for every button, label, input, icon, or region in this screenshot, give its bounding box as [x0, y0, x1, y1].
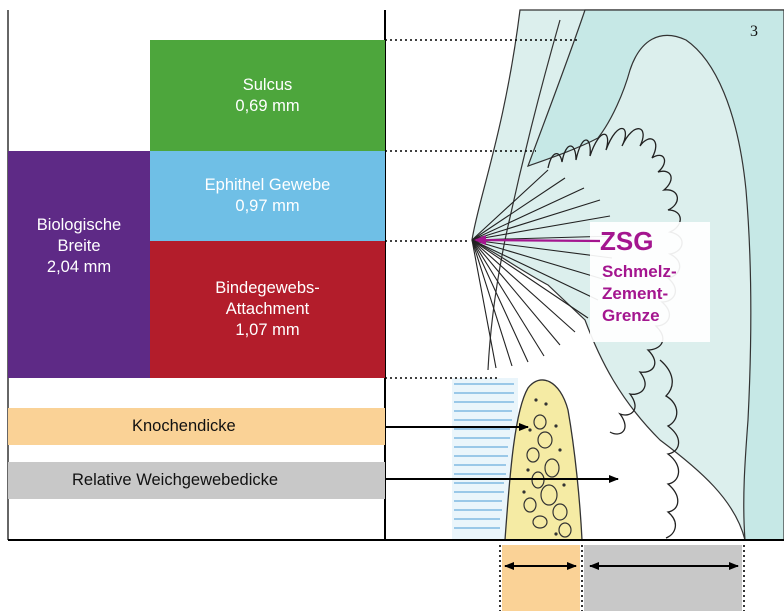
weichgewebedicke-bar: Relative Weichgewebedicke — [8, 462, 385, 499]
zsg-line2: Zement- — [602, 284, 668, 304]
knochendicke-label: Knochendicke — [132, 417, 236, 436]
bindegewebs-value: 1,07 mm — [235, 321, 299, 339]
bone-thickness-block — [502, 545, 580, 611]
sulcus-value: 0,69 mm — [235, 97, 299, 115]
epithel-label: Ephithel Gewebe — [205, 176, 331, 194]
zsg-line1: Schmelz- — [602, 262, 677, 282]
biologische-value: 2,04 mm — [47, 258, 111, 276]
weichgewebedicke-label: Relative Weichgewebedicke — [72, 471, 278, 490]
knochendicke-bar: Knochendicke — [8, 408, 385, 445]
sulcus-label: Sulcus — [243, 76, 293, 94]
biologische-breite-zone: Biologische Breite 2,04 mm — [8, 151, 150, 378]
biologische-label: Biologische Breite — [37, 216, 121, 255]
figure-number: 3 — [750, 23, 758, 41]
bindegewebs-label: Bindegewebs- Attachment — [215, 279, 320, 318]
zsg-line3: Grenze — [602, 306, 660, 326]
epithel-value: 0,97 mm — [235, 197, 299, 215]
zsg-abbreviation: ZSG — [600, 226, 653, 257]
bindegewebs-zone: Bindegewebs- Attachment 1,07 mm — [150, 241, 385, 378]
epithel-zone: Ephithel Gewebe 0,97 mm — [150, 151, 385, 241]
sulcus-zone: Sulcus 0,69 mm — [150, 40, 385, 151]
soft-tissue-thickness-block — [584, 545, 742, 611]
zsg-arrow — [476, 240, 600, 241]
